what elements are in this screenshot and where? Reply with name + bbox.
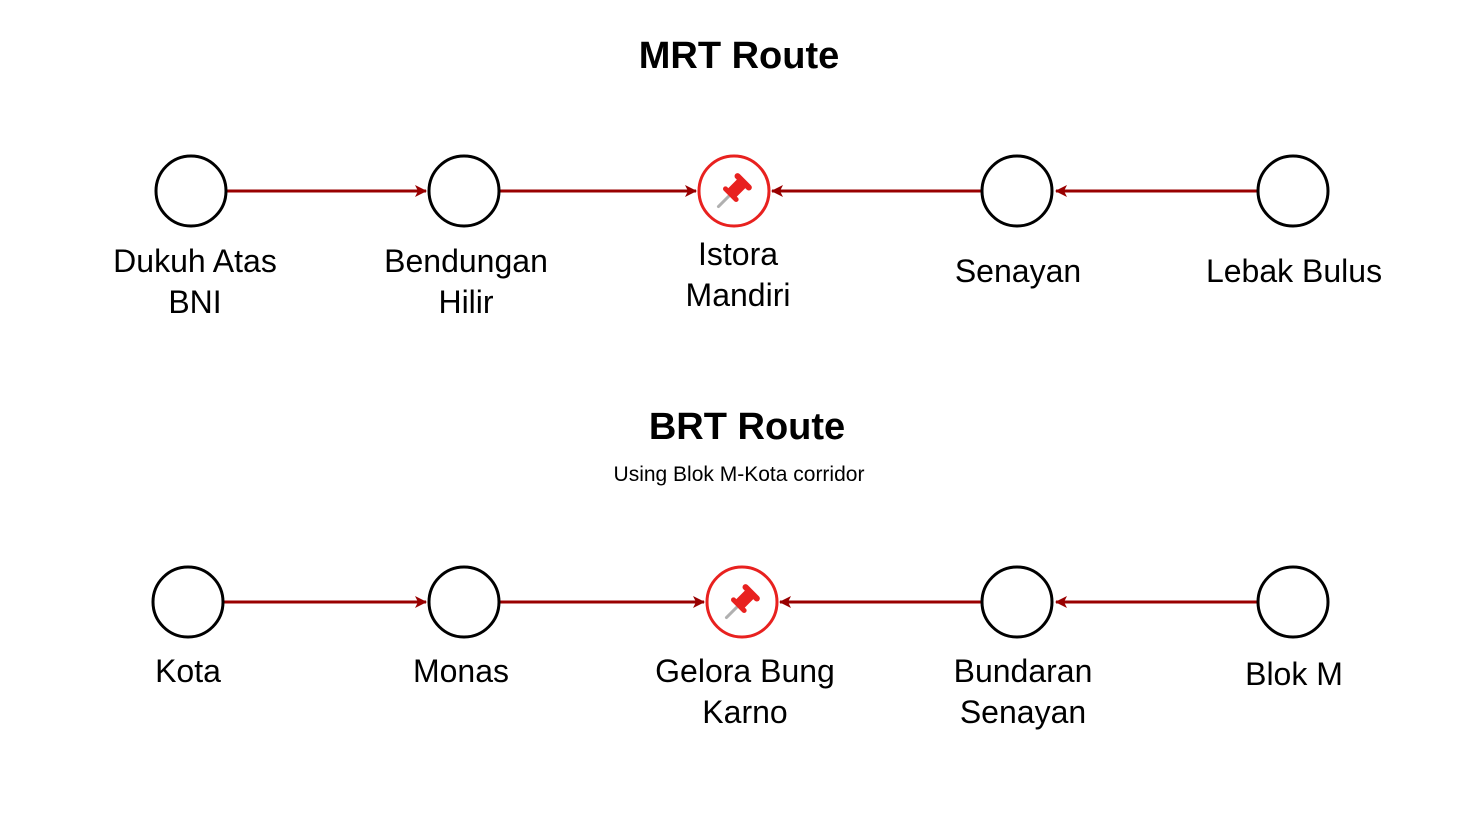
station-label: Bundaran Senayan bbox=[953, 653, 1093, 730]
station-node[interactable] bbox=[427, 154, 501, 228]
mrt-route-title: MRT Route bbox=[638, 35, 840, 77]
brt-route-title: BRT Route bbox=[648, 406, 846, 448]
mrt-stations bbox=[154, 154, 1330, 228]
station-label: Lebak Bulus bbox=[1205, 253, 1383, 289]
station-node[interactable] bbox=[154, 154, 228, 228]
station-label: Dukuh Atas BNI bbox=[113, 243, 277, 320]
pushpin-icon bbox=[724, 584, 760, 620]
station-label: Monas bbox=[412, 653, 510, 689]
station-label: Gelora Bung Karno bbox=[655, 653, 835, 730]
station-node[interactable] bbox=[980, 565, 1054, 639]
station-label: Bendungan Hilir bbox=[384, 243, 548, 320]
station-label: Blok M bbox=[1245, 656, 1343, 692]
station-node[interactable] bbox=[980, 154, 1054, 228]
brt-route-subtitle: Using Blok M-Kota corridor bbox=[613, 463, 865, 486]
station-label: Senayan bbox=[954, 253, 1082, 289]
pushpin-icon bbox=[716, 173, 752, 209]
station-node[interactable] bbox=[151, 565, 225, 639]
station-label: Kota bbox=[155, 653, 221, 689]
station-label: Istora Mandiri bbox=[685, 236, 791, 313]
station-node[interactable] bbox=[1256, 154, 1330, 228]
station-node[interactable] bbox=[427, 565, 501, 639]
station-node[interactable] bbox=[1256, 565, 1330, 639]
